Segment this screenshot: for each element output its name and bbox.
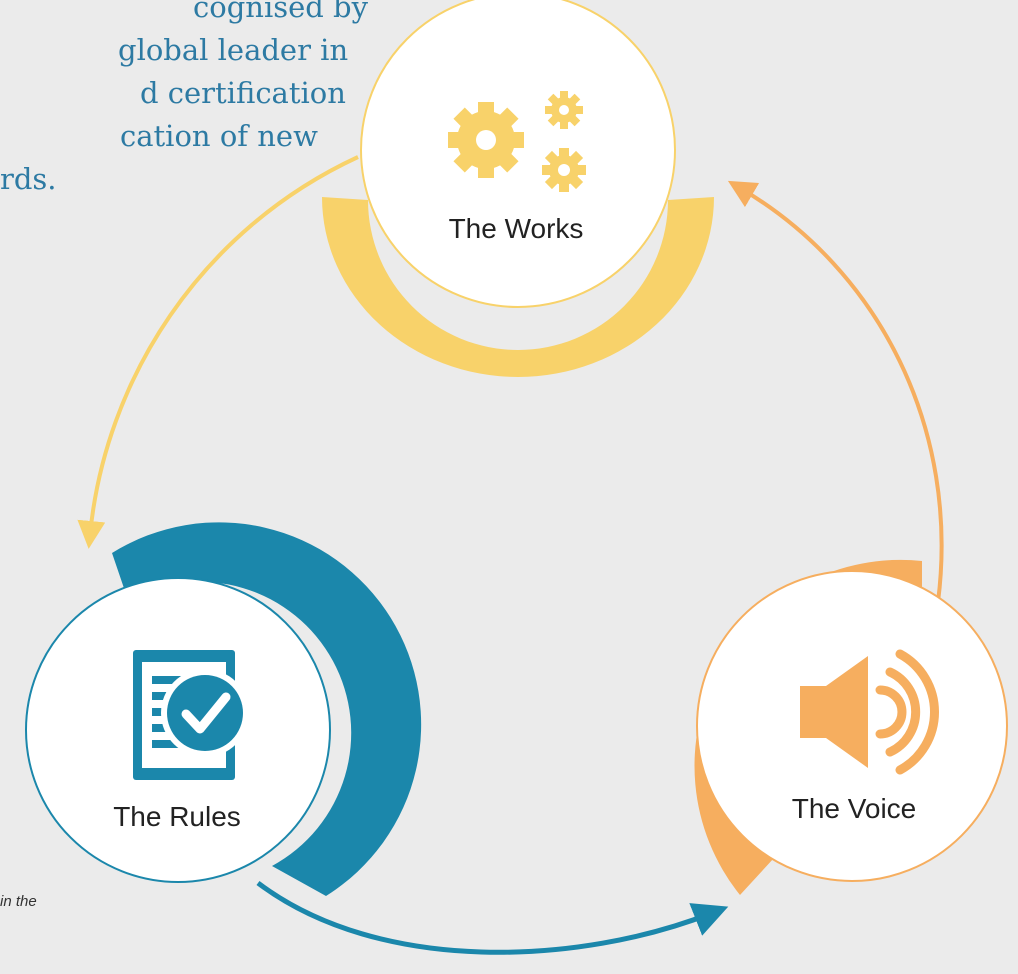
- arrow-voice-to-works: [727, 180, 944, 603]
- rules-label: The Rules: [113, 801, 241, 832]
- intro-line: rds.: [0, 162, 57, 196]
- rules-accent-arc: [112, 522, 422, 896]
- arrow-rules-to-voice: [256, 881, 729, 955]
- intro-line: cation of new: [120, 119, 318, 153]
- node-voice: The Voice: [694, 559, 1008, 895]
- intro-line: global leader in: [118, 33, 349, 67]
- works-circle: [360, 0, 676, 308]
- footnote-text: in the: [0, 890, 37, 914]
- node-rules: The Rules: [25, 522, 422, 896]
- intro-line: cognised by: [193, 0, 368, 24]
- intro-line: d certification: [140, 76, 346, 110]
- node-works: The Works: [322, 0, 714, 377]
- gears-icon: [448, 91, 586, 192]
- speaker-icon: [800, 649, 939, 775]
- arrow-works-to-rules: [77, 155, 359, 549]
- voice-label: The Voice: [792, 793, 917, 824]
- works-accent-arc: [322, 197, 714, 377]
- checklist-icon: [133, 650, 249, 780]
- intro-text: cognised by global leader in d certifica…: [0, 0, 368, 201]
- works-label: The Works: [449, 213, 584, 244]
- footnote-line: in the: [0, 893, 37, 910]
